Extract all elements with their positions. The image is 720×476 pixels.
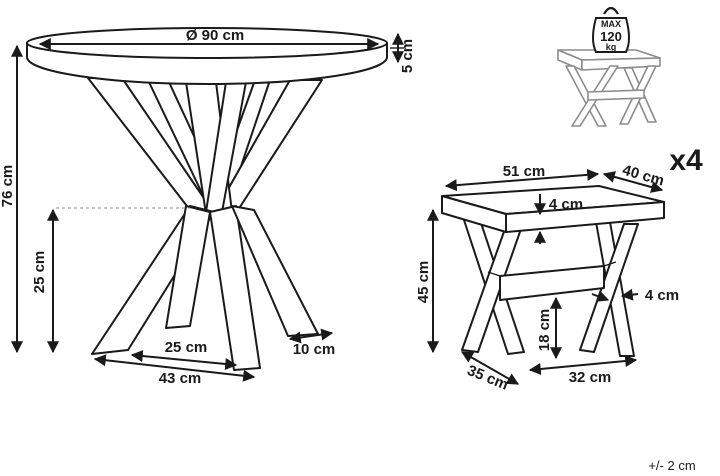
- stool-depth-dimension-line: [602, 171, 664, 193]
- stool-top: [441, 185, 665, 233]
- table-outer-spread-label: 43 cm: [159, 370, 202, 387]
- table-leg-width-label: 10 cm: [293, 341, 336, 358]
- weight-kettlebell-icon: MAX 120 kg: [592, 6, 630, 53]
- stool-foot-depth-dimension-line: [460, 351, 520, 385]
- table-height-label: 76 cm: [0, 165, 16, 208]
- stool-foot-width-dimension-line: [528, 355, 638, 375]
- table-inner-spread-label: 25 cm: [165, 339, 208, 356]
- table-cross-height-label: 25 cm: [31, 251, 48, 294]
- table-inner-spread-dimension-line: [130, 350, 238, 370]
- stool-quantity-label: x4: [669, 144, 703, 177]
- stool-leg-thickness-dimension-line: [591, 290, 610, 302]
- stool-width-dimension-line: [444, 168, 600, 192]
- stool-drawing: 51 cm 40 cm 4 cm 45 cm 18 cm 4 cm 35 cm …: [415, 162, 679, 394]
- weight-value-label: 120: [600, 29, 622, 44]
- round-table-drawing: Ø 90 cm 5 cm 76 cm 25 cm 25 cm 43 cm 10 …: [0, 27, 416, 387]
- stool-width-label: 51 cm: [503, 163, 546, 180]
- stool-foot-width-label: 32 cm: [569, 369, 612, 386]
- stool-legs: [461, 219, 639, 357]
- table-leg-width-dimension-line: [288, 328, 334, 344]
- table-top-thickness-label: 5 cm: [399, 39, 416, 73]
- weight-max-label: MAX: [601, 19, 621, 29]
- table-outer-spread-dimension-line: [93, 354, 256, 382]
- weight-unit-label: kg: [606, 42, 617, 52]
- stool-stretcher-height-label: 18 cm: [536, 309, 553, 352]
- stool-height-label: 45 cm: [415, 261, 432, 304]
- table-diameter-label: Ø 90 cm: [186, 27, 244, 44]
- table-top: [26, 27, 388, 85]
- stool-thumbnail: MAX 120 kg: [557, 6, 661, 127]
- stool-leg-thickness-label: 4 cm: [645, 287, 679, 304]
- tolerance-label: +/- 2 cm: [648, 458, 695, 473]
- table-legs: [87, 77, 323, 371]
- stool-top-thickness-label: 4 cm: [549, 196, 583, 213]
